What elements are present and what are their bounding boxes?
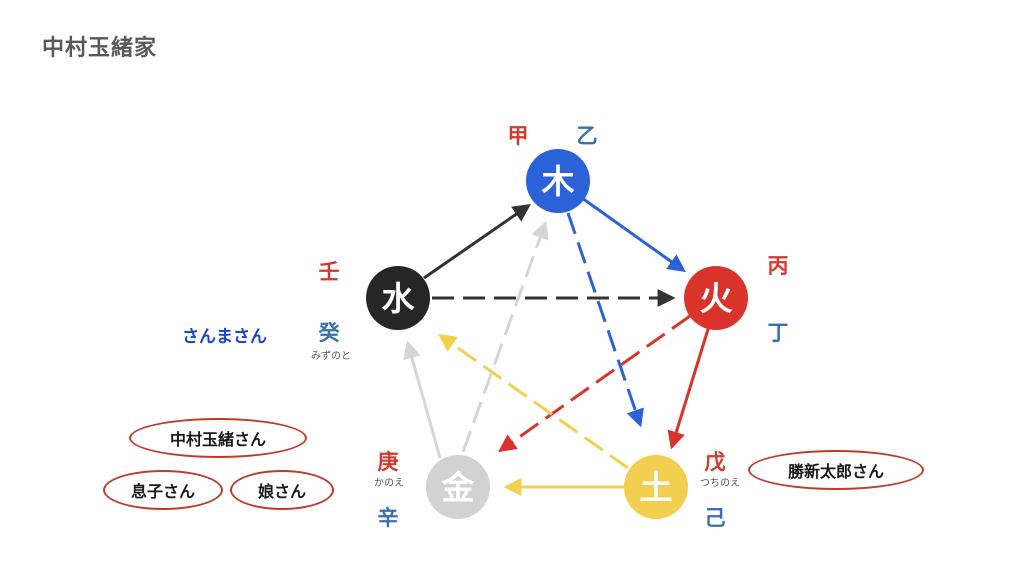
- stem-mizunoto-reading: みずのと: [311, 350, 351, 362]
- stem-mizunoto: 癸: [318, 321, 341, 345]
- node-earth: 土: [624, 455, 688, 519]
- stem-mizunoe: 壬: [319, 260, 340, 284]
- fire-circle: [684, 266, 748, 330]
- arrow-wood-to-earth: [566, 212, 644, 428]
- stem-kanoto: 辛: [378, 506, 399, 530]
- label-tamao: 中村玉緒さん: [129, 418, 307, 458]
- water-circle: [366, 266, 430, 330]
- label-son: 息子さん: [103, 470, 223, 510]
- stem-kanoe-reading: かのえ: [374, 477, 404, 489]
- metal-circle: [426, 455, 490, 519]
- arrow-wood-to-fire: [581, 196, 686, 273]
- earth-circle: [624, 455, 688, 519]
- node-metal: 金: [426, 455, 490, 519]
- arrow-fire-to-earth: [667, 325, 711, 450]
- fire-label: 火: [700, 279, 733, 318]
- earth-label: 土: [640, 468, 673, 507]
- arrow-metal-to-water: [403, 340, 442, 459]
- node-fire: 火: [684, 266, 748, 330]
- stem-hinoto: 丁: [768, 321, 789, 345]
- label-sanma: さんまさん: [182, 327, 267, 347]
- stem-kanoe: 庚: [378, 450, 399, 474]
- label-daughter: 娘さん: [230, 470, 334, 510]
- wood-label: 木: [541, 162, 575, 201]
- page-title: 中村玉緒家: [42, 36, 158, 61]
- stem-tsuchinoe-reading: つちのえ: [700, 477, 740, 489]
- stem-tsuchinoe: 戊: [705, 450, 726, 474]
- stem-tsuchinoto: 己: [705, 506, 726, 530]
- arrow-earth-to-water: [438, 333, 629, 470]
- stem-kinoto: 乙: [577, 124, 598, 148]
- node-water: 水: [366, 266, 430, 330]
- water-label: 水: [382, 279, 416, 318]
- arrow-fire-to-metal: [498, 314, 691, 453]
- wood-circle: [526, 149, 590, 213]
- label-shintaro: 勝新太郎さん: [748, 450, 924, 490]
- arrow-metal-to-wood: [461, 220, 549, 453]
- metal-label: 金: [441, 468, 476, 507]
- stem-kinoe: 甲: [508, 124, 529, 148]
- arrow-water-to-wood: [423, 203, 531, 280]
- stem-hinoe: 丙: [768, 254, 789, 278]
- node-wood: 木: [526, 149, 590, 213]
